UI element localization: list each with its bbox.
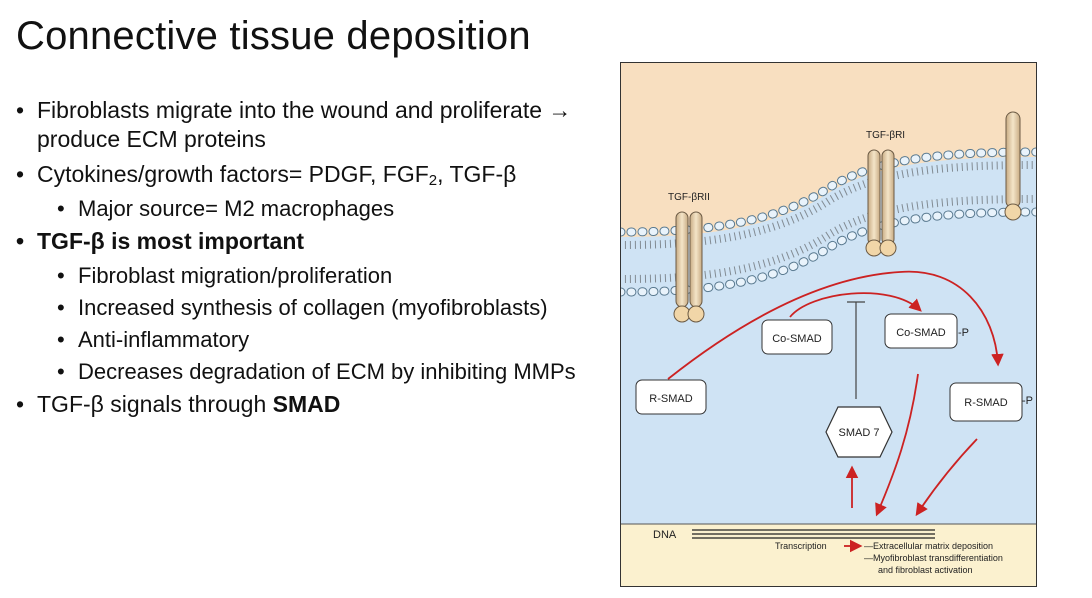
bullet-ecm-degradation: Decreases degradation of ECM by inhibiti… bbox=[16, 358, 576, 386]
r-smad-node: R-SMAD bbox=[635, 379, 707, 415]
svg-text:-P: -P bbox=[958, 327, 969, 339]
co-smad-node: Co-SMAD bbox=[761, 319, 833, 355]
bullet-tgf-important: TGF-β is most important bbox=[16, 227, 576, 256]
tgf-beta-rii-receptor bbox=[673, 211, 705, 323]
outcome-myofibroblast: —Myofibroblast transdifferentiation bbox=[864, 553, 1003, 563]
bullet-smad: TGF-β signals through SMAD bbox=[16, 390, 576, 419]
dna-strands bbox=[692, 529, 935, 539]
svg-text:SMAD 7: SMAD 7 bbox=[839, 427, 880, 439]
bullet-list: Fibroblasts migrate into the wound and p… bbox=[16, 96, 576, 425]
arrow-cosmadp-to-dna bbox=[875, 373, 919, 517]
label-transcription: Transcription bbox=[775, 541, 827, 551]
bullet-collagen: Increased synthesis of collagen (myofibr… bbox=[16, 294, 576, 322]
label-dna: DNA bbox=[653, 529, 677, 541]
signaling-arrows bbox=[667, 270, 1004, 517]
svg-text:Co-SMAD: Co-SMAD bbox=[772, 333, 822, 345]
svg-text:-P: -P bbox=[1022, 395, 1033, 407]
tgf-beta-receptor-partial bbox=[1004, 111, 1022, 221]
slide-title: Connective tissue deposition bbox=[16, 14, 531, 58]
arrow-rsmad-to-rsmadp bbox=[667, 270, 1004, 380]
bullet-cytokines-text: Cytokines/growth factors= PDGF, FGF bbox=[37, 161, 429, 187]
smad7-node: SMAD 7 bbox=[825, 406, 893, 458]
bullet-cytokines-tgf: , TGF-β bbox=[437, 161, 517, 187]
r-smad-phospho-node: R-SMAD -P bbox=[949, 382, 1033, 422]
outcome-ecm-deposition: —Extracellular matrix deposition bbox=[864, 541, 993, 551]
bullet-anti-inflammatory: Anti-inflammatory bbox=[16, 326, 576, 354]
smad7-inhibition bbox=[847, 301, 865, 399]
outcome-fibroblast-activation: and fibroblast activation bbox=[878, 565, 973, 575]
tgf-beta-ri-receptor bbox=[865, 149, 897, 257]
svg-text:R-SMAD: R-SMAD bbox=[649, 393, 692, 405]
arrow-cosmad-to-cosmadp bbox=[789, 292, 922, 318]
svg-text:R-SMAD: R-SMAD bbox=[964, 397, 1007, 409]
bullet-major-source: Major source= M2 macrophages bbox=[16, 195, 576, 223]
tgf-smad-diagram: TGF-βRII TGF-βRI Co-SMAD Co-SMAD -P R-SM… bbox=[620, 62, 1037, 587]
bullet-smad-text: TGF-β signals through bbox=[37, 391, 273, 417]
figure-frame bbox=[620, 62, 1037, 587]
arrow-rsmadp-to-dna bbox=[915, 438, 978, 517]
fgf-subscript: 2 bbox=[428, 172, 438, 189]
bullet-fibroblasts: Fibroblasts migrate into the wound and p… bbox=[16, 96, 576, 154]
bullet-migration: Fibroblast migration/proliferation bbox=[16, 262, 576, 290]
svg-text:Co-SMAD: Co-SMAD bbox=[896, 327, 946, 339]
label-tgf-beta-ri: TGF-βRI bbox=[866, 130, 905, 141]
bullet-cytokines: Cytokines/growth factors= PDGF, FGF2, TG… bbox=[16, 160, 576, 189]
co-smad-phospho-node: Co-SMAD -P bbox=[884, 313, 969, 349]
smad-bold: SMAD bbox=[272, 391, 341, 417]
label-tgf-beta-rii: TGF-βRII bbox=[668, 192, 710, 203]
